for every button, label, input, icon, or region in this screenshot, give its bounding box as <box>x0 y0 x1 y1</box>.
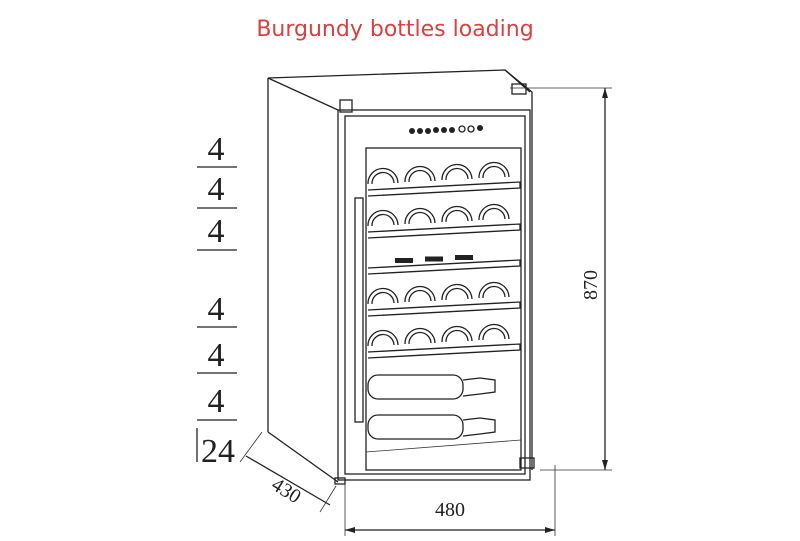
shelf <box>367 301 521 317</box>
bottle-end <box>478 161 510 179</box>
bottle-end <box>367 209 399 227</box>
control-panel <box>409 125 483 134</box>
bottle-end <box>367 287 399 305</box>
width-label: 480 <box>435 499 465 521</box>
bottle-end <box>478 323 510 341</box>
shelf-count-2: 4 <box>208 171 225 208</box>
door-handle <box>354 197 364 423</box>
shelf <box>367 259 521 275</box>
glass-window <box>365 147 522 471</box>
vent-slot <box>395 258 413 263</box>
bottle-end <box>367 329 399 347</box>
depth-dimension: 430 <box>239 431 337 513</box>
bottle-end <box>404 285 436 303</box>
cabinet <box>267 69 533 483</box>
shelf-count-4: 4 <box>208 291 225 328</box>
bottle-end <box>367 167 399 185</box>
bottle-end <box>478 281 510 299</box>
shelf-count-6: 4 <box>208 383 225 420</box>
height-dimension: 870 <box>510 87 612 471</box>
vent-slot <box>455 255 473 260</box>
vent-slot <box>425 256 443 262</box>
shelf <box>367 181 521 197</box>
shelf-count-3: 4 <box>208 213 225 250</box>
bottle-end <box>478 203 510 221</box>
diagram-title: Burgundy bottles loading <box>256 17 533 42</box>
bottle-end <box>404 207 436 225</box>
depth-label: 430 <box>268 474 305 509</box>
shelf <box>367 223 521 239</box>
bottle-end <box>441 163 473 181</box>
bottle-end <box>441 205 473 223</box>
bottle-end <box>441 325 473 343</box>
width-dimension: 480 <box>344 465 556 536</box>
shelf-count-1: 4 <box>208 131 225 168</box>
total-count: 24 <box>201 433 235 470</box>
shelf <box>367 343 521 359</box>
bottle-end <box>404 165 436 183</box>
capacity-column: 4 4 4 4 4 4 24 <box>196 131 237 470</box>
lying-bottles <box>365 374 522 453</box>
bottle-end <box>404 327 436 345</box>
bottle-end <box>441 283 473 301</box>
height-label: 870 <box>580 270 602 300</box>
shelf-count-5: 4 <box>208 337 225 374</box>
bottle-shelves <box>367 161 521 359</box>
